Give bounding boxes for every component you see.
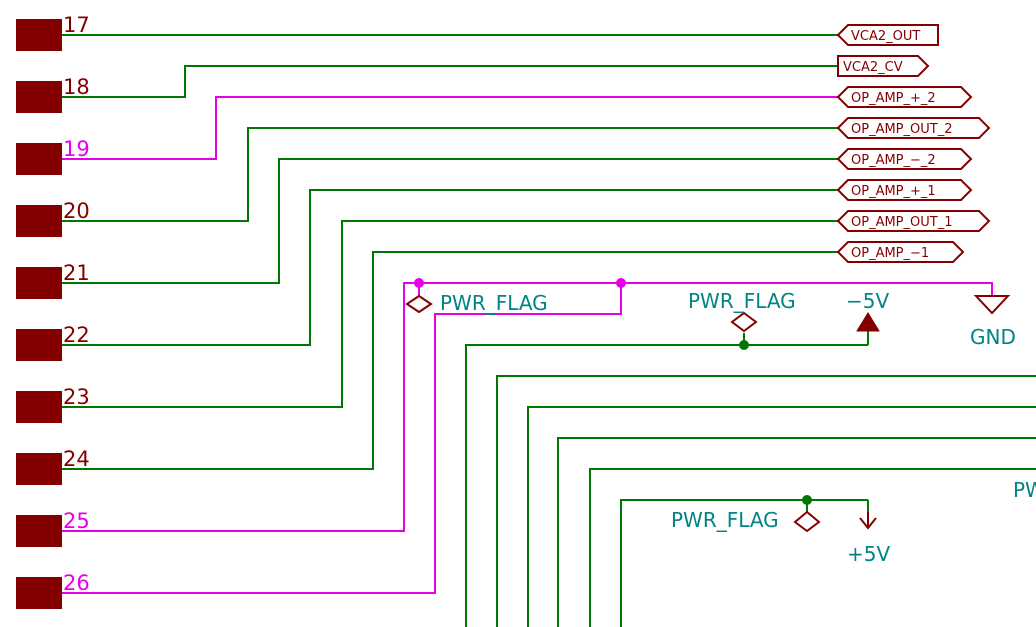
pad-24[interactable] bbox=[16, 453, 62, 485]
pin-number-26: 26 bbox=[63, 571, 90, 595]
pin-number-20: 20 bbox=[63, 199, 90, 223]
pin-numbers: 17 18 19 20 21 22 23 24 25 26 bbox=[63, 13, 90, 595]
net-label-shape-op-amp-plus-2[interactable] bbox=[836, 86, 973, 108]
pad-25[interactable] bbox=[16, 515, 62, 547]
pwr-flag-diamond-1[interactable] bbox=[405, 294, 433, 314]
net-label-op-amp-plus-2: OP_AMP_+_2 bbox=[851, 91, 936, 106]
power-texts: PWR_FLAG PWR_FLAG PWR_FLAG PW −5V +5V GN… bbox=[440, 289, 1036, 566]
wire-24[interactable] bbox=[94, 251, 838, 470]
wire-20[interactable] bbox=[94, 127, 838, 222]
net-label-shape-op-amp-minus-2[interactable] bbox=[836, 148, 973, 170]
net-label-shape-vca2-out[interactable] bbox=[836, 24, 939, 46]
pwr-flag-diamond-3[interactable] bbox=[793, 510, 821, 533]
net-label-shape-op-amp-plus-1[interactable] bbox=[836, 179, 973, 201]
pin-underlines bbox=[62, 34, 94, 594]
pin-number-23: 23 bbox=[63, 385, 90, 409]
pad-20[interactable] bbox=[16, 205, 62, 237]
gnd-label: GND bbox=[970, 325, 1016, 349]
wire-26[interactable] bbox=[94, 283, 622, 594]
pos5v-arrow-icon[interactable] bbox=[859, 517, 877, 530]
wire-19[interactable] bbox=[94, 96, 838, 160]
pos5v-label: +5V bbox=[847, 542, 890, 566]
pwr-flag-label-partial: PW bbox=[1013, 478, 1036, 502]
pin-number-18: 18 bbox=[63, 75, 90, 99]
pin-number-17: 17 bbox=[63, 13, 90, 37]
pin-number-19: 19 bbox=[63, 137, 90, 161]
pwr-flag-label-3: PWR_FLAG bbox=[671, 508, 779, 532]
pad-21[interactable] bbox=[16, 267, 62, 299]
pad-22[interactable] bbox=[16, 329, 62, 361]
pin-number-22: 22 bbox=[63, 323, 90, 347]
net-label-shape-op-amp-out-1[interactable] bbox=[836, 210, 991, 232]
net-label-op-amp-minus-2: OP_AMP_−_2 bbox=[851, 153, 936, 168]
net-label-op-amp-out-2: OP_AMP_OUT_2 bbox=[851, 122, 952, 137]
junction-dot bbox=[616, 278, 626, 288]
net-label-shape-vca2-cv[interactable] bbox=[837, 55, 930, 77]
pad-23[interactable] bbox=[16, 391, 62, 423]
wire-25-gnd[interactable] bbox=[94, 282, 993, 532]
junction-dot bbox=[414, 278, 424, 288]
net-label-vca2-cv: VCA2_CV bbox=[843, 60, 903, 75]
wire-bus-c[interactable] bbox=[557, 437, 1036, 627]
pwr-flag-diamond-2[interactable] bbox=[730, 311, 758, 333]
power-symbols bbox=[405, 294, 1011, 533]
net-label-op-amp-plus-1: OP_AMP_+_1 bbox=[851, 184, 936, 199]
junction-dot bbox=[739, 340, 749, 350]
power-wires bbox=[94, 96, 993, 594]
net-label-op-amp-out-1: OP_AMP_OUT_1 bbox=[851, 215, 952, 230]
neg5v-arrow-icon[interactable] bbox=[856, 312, 880, 332]
pad-26[interactable] bbox=[16, 577, 62, 609]
pin-number-21: 21 bbox=[63, 261, 90, 285]
pad-19[interactable] bbox=[16, 143, 62, 175]
signal-wires bbox=[94, 34, 1036, 627]
pwr-flag-label-2: PWR_FLAG bbox=[688, 289, 796, 313]
junction-dot bbox=[802, 495, 812, 505]
connector-pads bbox=[16, 19, 62, 609]
wire-bus-a[interactable] bbox=[496, 375, 1036, 627]
wire-21[interactable] bbox=[94, 158, 838, 284]
neg5v-label: −5V bbox=[846, 289, 889, 313]
wire-neg5v-bus[interactable] bbox=[465, 344, 868, 627]
wire-bus-d[interactable] bbox=[589, 468, 1036, 627]
pin-number-24: 24 bbox=[63, 447, 90, 471]
net-labels bbox=[836, 24, 991, 263]
net-label-op-amp-minus-1: OP_AMP_−1 bbox=[851, 246, 929, 261]
wire-pos5v-bus[interactable] bbox=[620, 499, 868, 627]
net-label-vca2-out: VCA2_OUT bbox=[851, 29, 920, 44]
wire-22[interactable] bbox=[94, 189, 838, 346]
wire-23[interactable] bbox=[94, 220, 838, 408]
pin-number-25: 25 bbox=[63, 509, 90, 533]
net-label-texts: VCA2_OUT VCA2_CV OP_AMP_+_2 OP_AMP_OUT_2… bbox=[843, 29, 952, 261]
pwr-flag-label-1: PWR_FLAG bbox=[440, 291, 548, 315]
net-label-shape-op-amp-minus-1[interactable] bbox=[836, 241, 965, 263]
pad-17[interactable] bbox=[16, 19, 62, 51]
junctions bbox=[414, 278, 812, 505]
wire-bus-b[interactable] bbox=[527, 406, 1036, 627]
wire-18[interactable] bbox=[94, 65, 838, 98]
net-label-shape-op-amp-out-2[interactable] bbox=[836, 117, 991, 139]
pad-18[interactable] bbox=[16, 81, 62, 113]
gnd-icon[interactable] bbox=[973, 295, 1011, 315]
